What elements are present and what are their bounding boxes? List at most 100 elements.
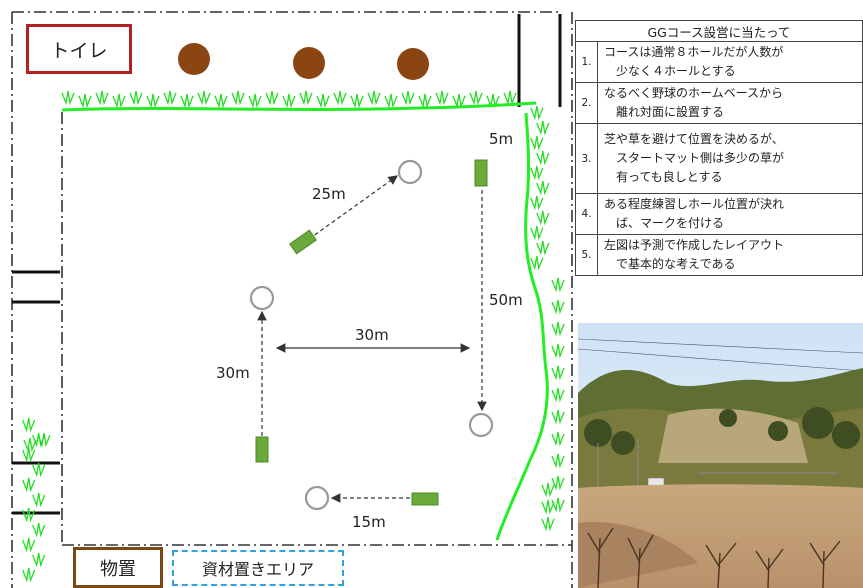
start-mat [474,159,488,187]
grass-boundary [61,101,549,541]
tree-icon [397,48,429,80]
grass-tuft [231,90,245,106]
grass-tuft [401,90,415,106]
holes [249,159,494,511]
note-line: 有っても良しとする [616,170,723,184]
note-text: 芝や草を避けて位置を決めるが、 スタートマット側は多少の草が 有っても良しとする [597,123,863,194]
note-number: 3. [575,123,598,194]
grass-tuft [530,105,544,121]
storage-label: 物置 [73,547,163,588]
grass-tuft [78,93,92,109]
note-line: スタートマット側は多少の草が [616,151,785,165]
grass-tuft [551,409,565,425]
grass-tuft [22,537,36,553]
start-mats [255,159,488,506]
note-number: 5. [575,234,598,276]
grass-tuft [530,135,544,151]
distance-label-30m-horizontal: 30m [355,326,389,344]
grass-tuft [469,90,483,106]
grass-tuft [551,497,565,513]
notes-row: 2. なるべく野球のホームベースから 離れ対面に設置する [575,82,863,124]
grass-tufts [22,90,565,583]
field-boundary [61,112,572,546]
grass-tuft [299,90,313,106]
grass-tuft [197,90,211,106]
hole-marker [304,485,330,511]
grass-tuft [536,210,550,226]
grass-tuft [22,567,36,583]
grass-tuft [316,93,330,109]
grass-tuft [333,90,347,106]
grass-tuft [541,516,555,532]
grass-tuft [384,93,398,109]
grass-tuft [541,482,555,498]
hole-marker [468,412,494,438]
start-mat [255,436,269,463]
grass-tuft [32,492,46,508]
grass-tuft [551,431,565,447]
course-layout-map: 25m 5m 50m 30m 30m 15m [11,11,573,588]
grass-tuft [435,90,449,106]
grass-tuft [214,93,228,109]
distance-label-15m: 15m [352,513,386,531]
grass-tuft [32,522,46,538]
grass-tuft [265,90,279,106]
notes-row: 3. 芝や草を避けて位置を決めるが、 スタートマット側は多少の草が 有っても良し… [575,123,863,194]
note-text: なるべく野球のホームベースから 離れ対面に設置する [597,82,863,124]
grass-tuft [551,387,565,403]
grass-tuft [536,240,550,256]
grass-tuft [551,365,565,381]
trees [178,43,429,80]
site-boundary [11,11,573,588]
note-text: コースは通常８ホールだが人数が 少なく４ホールとする [597,41,863,83]
grass-tuft [112,93,126,109]
notes-table: GGコース設営に当たって 1. コースは通常８ホールだが人数が 少なく４ホールと… [575,20,863,276]
grass-tuft [282,93,296,109]
grass-tuft [503,90,517,106]
grass-tuft [22,507,36,523]
notes-row: 1. コースは通常８ホールだが人数が 少なく４ホールとする [575,41,863,83]
note-line: ば、マークを付ける [616,216,725,230]
grass-tuft [129,90,143,106]
grass-tuft [530,195,544,211]
start-mat [289,229,317,255]
distance-label-50m: 50m [489,291,523,309]
grass-tuft [551,277,565,293]
grass-tuft [163,90,177,106]
grass-tuft [61,90,75,106]
grass-tuft [551,299,565,315]
distance-label-30m-vertical: 30m [216,364,250,382]
note-line: 離れ対面に設置する [616,105,725,119]
note-line: 左図は予測で作成したレイアウト [604,238,785,252]
toilet-label: トイレ [26,24,132,74]
grass-tuft [180,93,194,109]
note-line: 少なく４ホールとする [616,64,736,78]
grass-tuft [22,477,36,493]
note-line: なるべく野球のホームベースから [604,86,784,100]
note-text: 左図は予測で作成したレイアウト で基本的な考えである [597,234,863,276]
note-line: 芝や草を避けて位置を決めるが、 [604,132,784,146]
notes-row: 5. 左図は予測で作成したレイアウト で基本的な考えである [575,234,863,276]
hole-marker [397,159,423,185]
grass-tuft [32,462,46,478]
grass-tuft [551,475,565,491]
note-line: ある程度練習しホール位置が決れ [604,197,785,211]
grass-tuft [530,255,544,271]
grass-tuft [350,93,364,109]
grass-tuft [536,120,550,136]
distance-label-5m: 5m [489,130,513,148]
note-number: 2. [575,82,598,124]
tree-icon [293,47,325,79]
note-number: 1. [575,41,598,83]
note-line: で基本的な考えである [616,257,736,271]
grass-tuft [37,432,51,448]
grass-tuft [551,343,565,359]
note-line: コースは通常８ホールだが人数が [604,45,784,59]
hole-marker [249,285,275,311]
grass-tuft [452,93,466,109]
grass-tuft [551,453,565,469]
tree-icon [178,43,210,75]
fence-posts [12,14,562,515]
grass-tuft [530,225,544,241]
notes-title: GGコース設営に当たって [575,20,863,42]
